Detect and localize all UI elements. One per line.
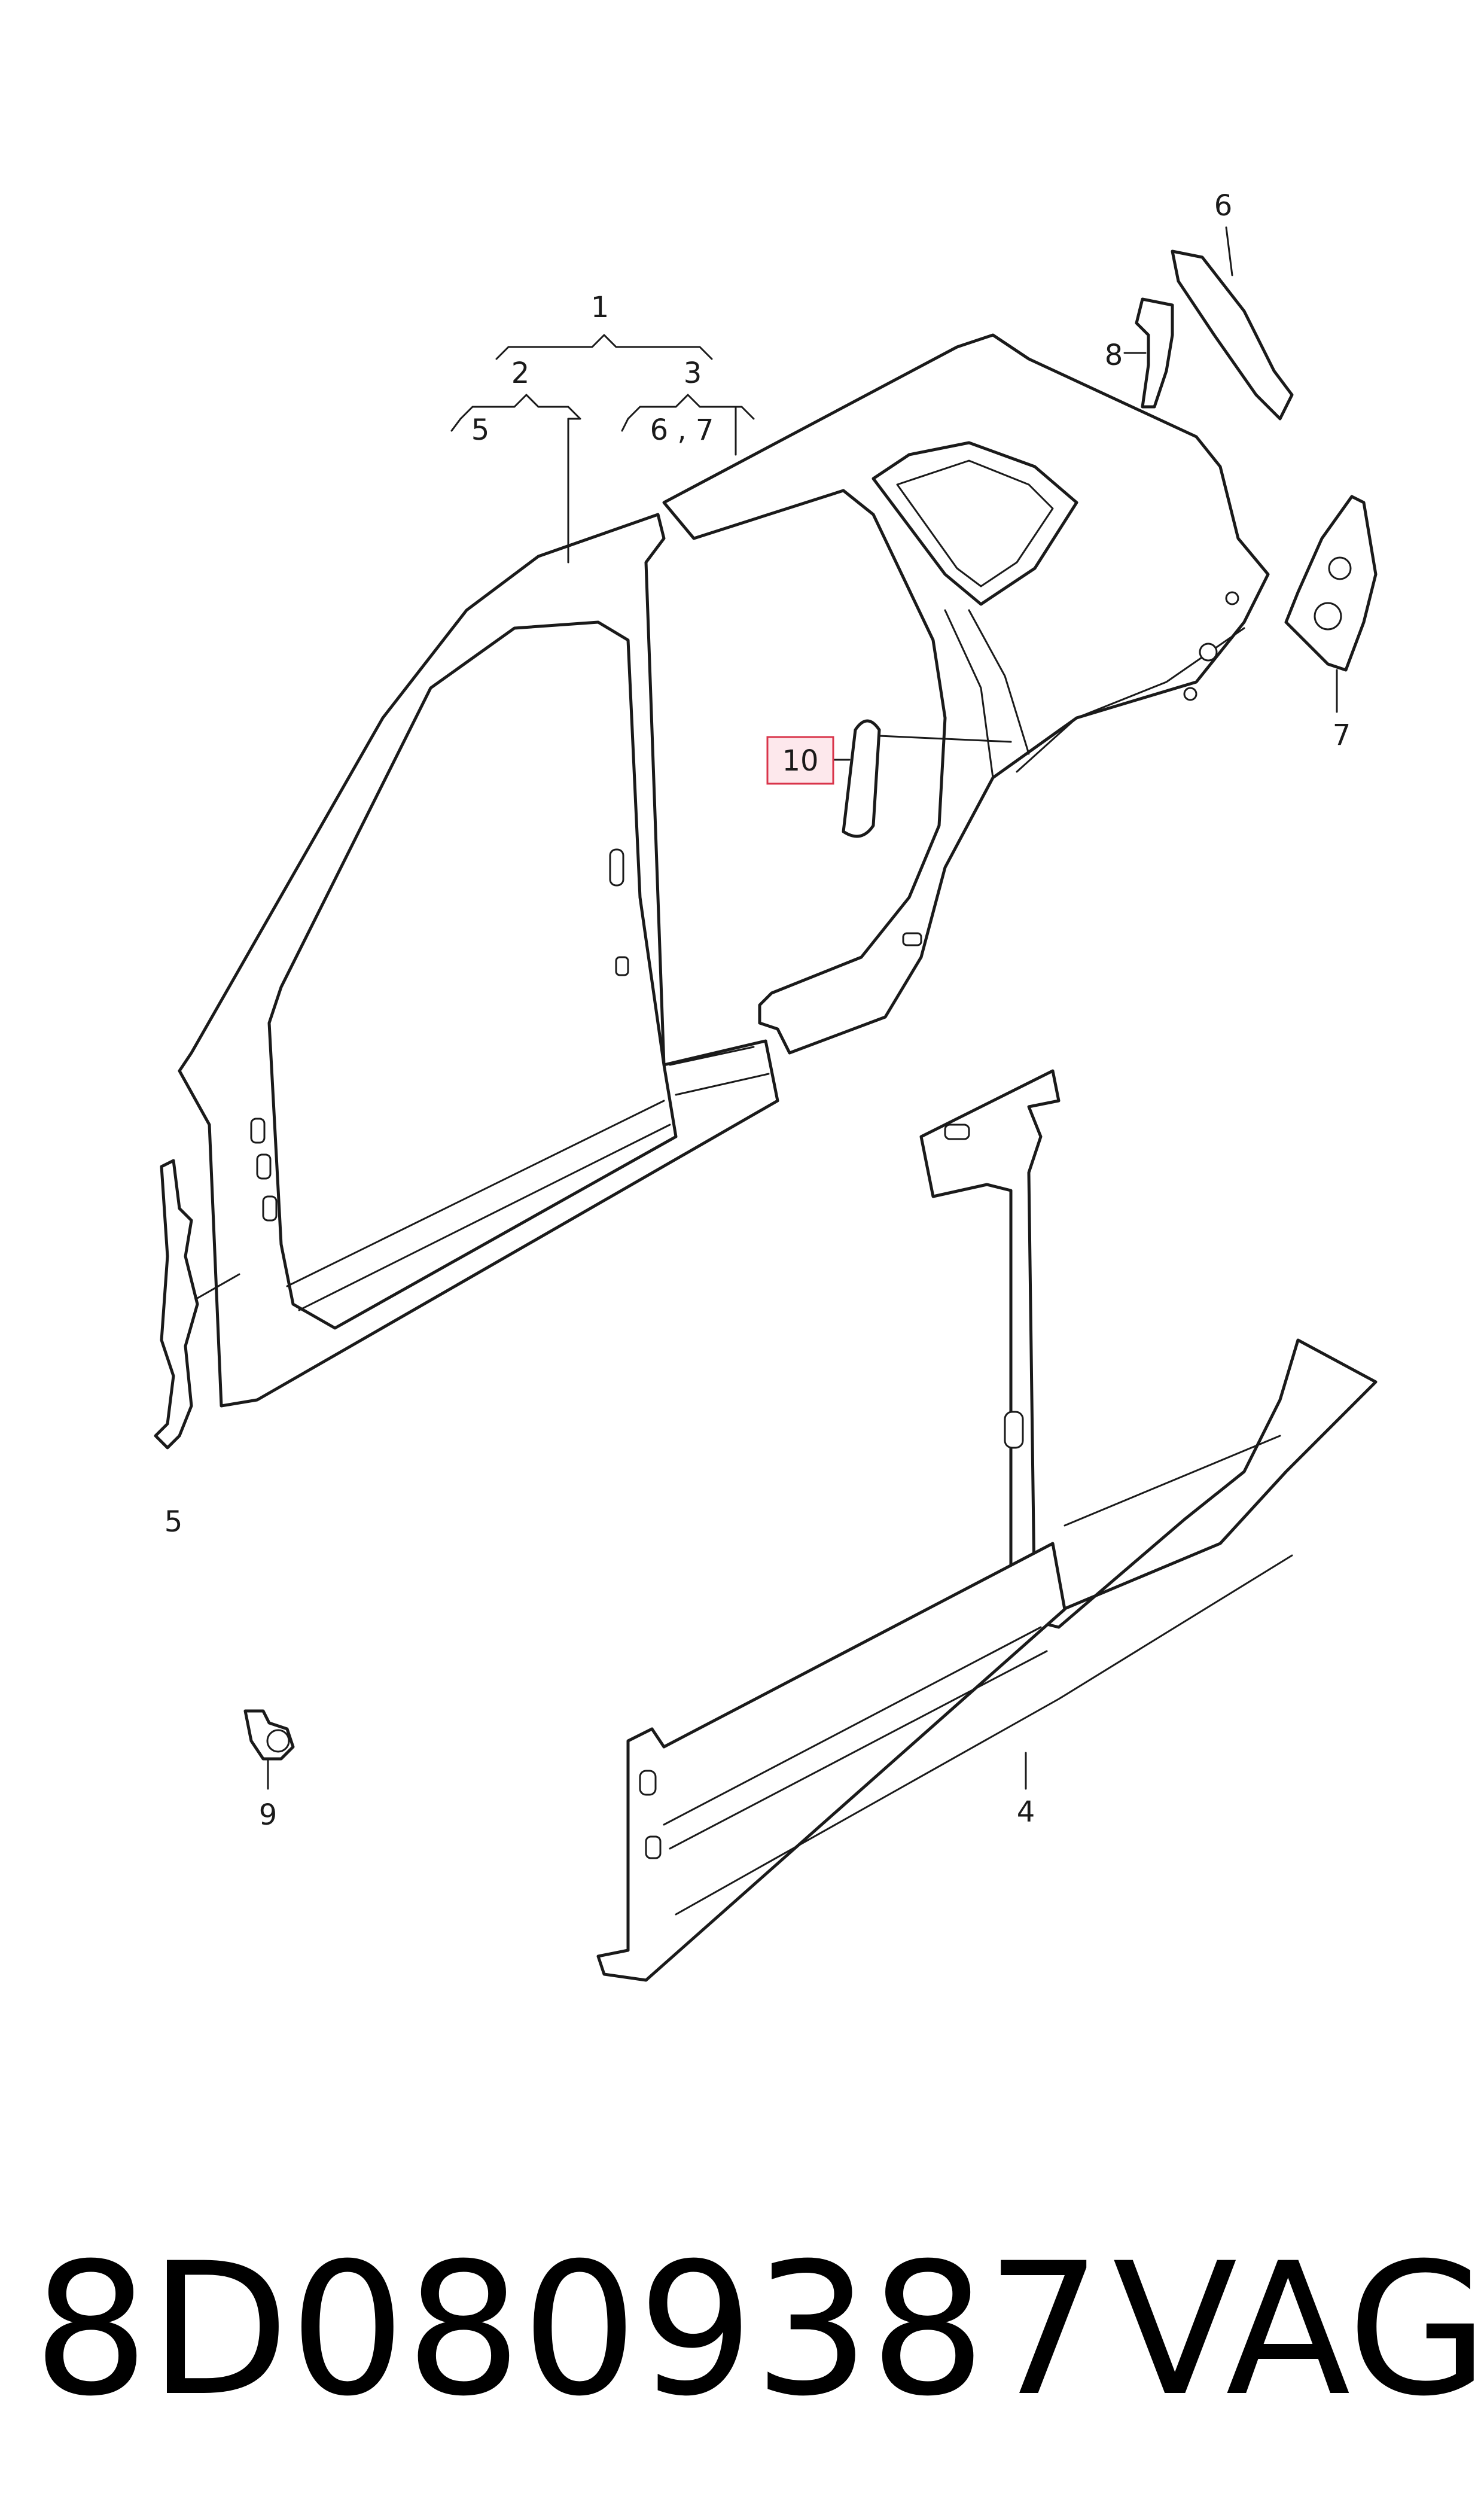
part-4-sill bbox=[596, 1069, 1378, 1982]
part-10-strip bbox=[833, 719, 1012, 838]
part-5-bracket bbox=[154, 1159, 240, 1450]
part-number-caption: 8D0809387 bbox=[33, 2224, 1102, 2436]
callout-leaders bbox=[450, 334, 1027, 1790]
part-7 bbox=[1284, 495, 1378, 713]
callout-1: 1 bbox=[591, 291, 610, 324]
callout-5-top: 5 bbox=[471, 413, 490, 447]
callout-7: 7 bbox=[1333, 718, 1351, 752]
callout-9: 9 bbox=[259, 1798, 278, 1832]
callout-6-7: 6 , 7 bbox=[650, 413, 714, 447]
side-panel-rear bbox=[662, 333, 1270, 1055]
callout-10: 10 bbox=[782, 744, 818, 778]
callout-6: 6 bbox=[1214, 189, 1233, 223]
callout-4: 4 bbox=[1017, 1795, 1035, 1829]
part-8 bbox=[1123, 297, 1174, 409]
callout-8: 8 bbox=[1105, 339, 1123, 372]
brand-caption: VAG bbox=[1113, 2224, 1484, 2436]
part-6 bbox=[1171, 226, 1294, 421]
callout-5-bottom: 5 bbox=[164, 1505, 183, 1539]
part-9-screw bbox=[243, 1709, 295, 1790]
callout-2: 2 bbox=[511, 357, 530, 390]
callout-10-highlight-box bbox=[766, 736, 834, 785]
side-panel-front bbox=[178, 513, 779, 1408]
callout-3: 3 bbox=[684, 357, 702, 390]
